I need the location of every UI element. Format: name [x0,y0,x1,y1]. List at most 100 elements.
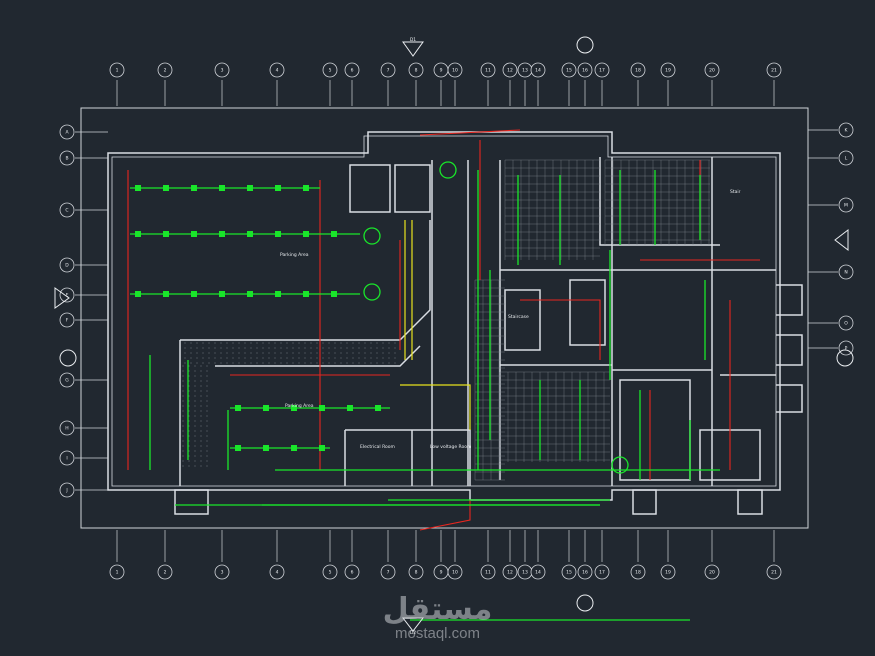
grid-bubble-label: 17 [599,570,605,576]
ramp-hatch-dot [280,362,282,364]
ramp-hatch-dot [334,362,336,364]
ramp-hatch-dot [226,362,228,364]
ramp-hatch-dot [388,352,390,354]
ramp-hatch-dot [352,342,354,344]
ramp-hatch-dot [334,342,336,344]
ramp-hatch-dot [220,352,222,354]
grid-bubble-label: 15 [566,68,572,74]
ramp-hatch-dot [182,415,184,417]
ramp-hatch-dot [274,357,276,359]
section-marker-top [402,41,424,57]
ramp-hatch-dot [188,365,190,367]
ramp-hatch-dot [194,420,196,422]
ramp-hatch-dot [376,352,378,354]
cable-tray-routes [400,220,471,430]
ramp-hatch-dot [226,352,228,354]
ramp-hatch-dot [208,347,210,349]
ramp-hatch-dot [182,440,184,442]
grid-bubble [766,62,782,78]
ramp-hatch-dot [182,370,184,372]
ramp-hatch-dot [182,400,184,402]
ramp-hatch-dot [202,357,204,359]
ramp-hatch-dot [262,357,264,359]
ramp-hatch-dot [376,347,378,349]
ramp-hatch-dot [304,342,306,344]
ramp-hatch-dot [340,342,342,344]
ramp-hatch-dot [238,347,240,349]
ramp-hatch-dot [316,347,318,349]
grid-bubble [214,62,230,78]
light-fixture [163,291,169,297]
ramp-hatch-dot [256,357,258,359]
ramp-hatch-dot [196,362,198,364]
ramp-hatch-dot [220,342,222,344]
grid-bubble [59,150,75,166]
ramp-hatch-dot [200,410,202,412]
ramp-hatch-dot [304,352,306,354]
light-fixture [247,185,253,191]
ramp-hatch-dot [206,390,208,392]
ramp-hatch-dot [394,357,396,359]
grid-bubble-label: 5 [329,570,332,576]
ramp-hatch-dot [208,352,210,354]
ramp-hatch-dot [322,357,324,359]
ramp-hatch-dot [370,342,372,344]
ramp-hatch-dot [310,357,312,359]
grid-bubble-label: 12 [507,570,513,576]
ramp-hatch-dot [316,362,318,364]
ramp-hatch-dot [340,357,342,359]
section-markers [54,36,854,632]
ramp-hatch-dot [196,347,198,349]
ramp-hatch-dot [182,460,184,462]
grid-bubble-label: 11 [485,570,491,576]
grid-bubble-label: C [65,208,68,214]
ramp-hatch-dot [200,365,202,367]
ramp-hatch-dot [286,362,288,364]
ramp-hatch-dot [280,347,282,349]
ramp-hatch-dot [274,347,276,349]
grid-bubble-label: 1 [116,570,119,576]
grid-bubble-label: 7 [387,68,390,74]
grid-bubble-label: 3 [221,570,224,576]
ramp-hatch-dot [358,357,360,359]
ramp-hatch-dot [206,410,208,412]
grid-bubble [109,564,125,580]
grid-bubble [594,564,610,580]
ramp-hatch-dot [214,357,216,359]
ramp-hatch-dot [328,342,330,344]
ramp-hatch-dot [182,365,184,367]
light-fixture [275,185,281,191]
grid-bubble [838,197,854,213]
grid-bubble-label: 16 [582,570,588,576]
ramp-hatch-dot [358,362,360,364]
light-fixture [235,405,241,411]
ramp-hatch-dot [182,380,184,382]
ramp-hatch-dot [206,465,208,467]
ramp-hatch-dot [190,352,192,354]
light-fixture [191,185,197,191]
ramp-hatch-dot [262,362,264,364]
grid-bubble [59,312,75,328]
ramp-hatch-dot [206,405,208,407]
ramp-hatch-dot [316,342,318,344]
ramp-hatch-dot [358,352,360,354]
grid-bubble [408,564,424,580]
section-marker-bottom [401,617,425,632]
light-fixture [275,231,281,237]
ramp-hatch-dot [346,347,348,349]
ramp-hatch-dot [188,385,190,387]
ramp-hatch-dot [188,460,190,462]
grid-bubble [660,564,676,580]
light-fixture [191,231,197,237]
grid-bubble-label: 3 [221,68,224,74]
grid-bubble [59,482,75,498]
room-label-parking-lower: Parking Area [285,403,314,409]
grid-bubble [838,264,854,280]
ramp-hatch-dot [376,342,378,344]
ramp-hatch-dot [232,347,234,349]
ramp-hatch-dot [206,420,208,422]
light-fixture [347,405,353,411]
ramp-hatch-dot [226,357,228,359]
light-fixture [303,185,309,191]
